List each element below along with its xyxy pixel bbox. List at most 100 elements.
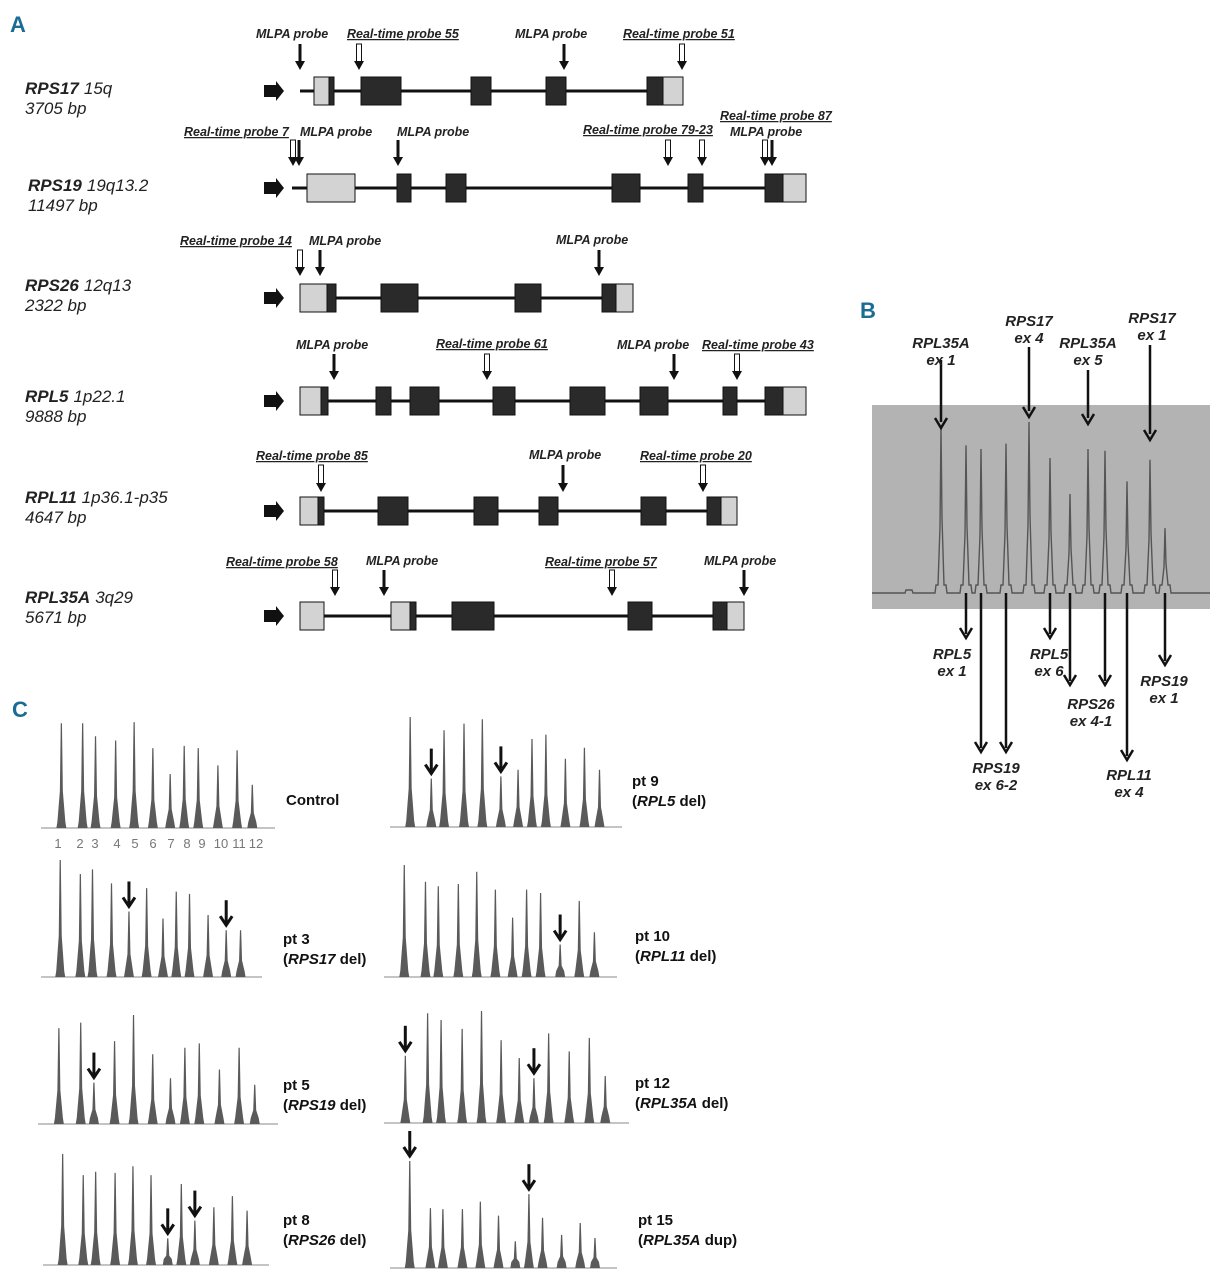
- peak-mark: [426, 778, 437, 827]
- exon-coding: [328, 76, 335, 106]
- gene-structure-rpl11: [264, 464, 738, 526]
- peak-mark: [457, 1209, 468, 1268]
- probe-label: MLPA probe: [529, 448, 601, 462]
- exon-coding: [360, 76, 402, 106]
- probe-label: MLPA probe: [556, 233, 628, 247]
- peak-label-gene: RPL11: [1106, 767, 1152, 784]
- exon-coding: [320, 386, 329, 416]
- exon-utr: [299, 496, 319, 526]
- gene-locus: 1p36.1-p35: [82, 488, 169, 507]
- peak-label-exon: ex 1: [926, 352, 955, 369]
- arrow-head: [295, 61, 305, 70]
- gene-structure-rpl35a: [264, 569, 749, 631]
- transcription-start-arrow-icon: [264, 606, 284, 626]
- peak-mark: [75, 874, 86, 977]
- peak-mark: [176, 1183, 187, 1265]
- mlpa-trace-pt12: [384, 1011, 629, 1124]
- peak-label-exon: ex 1: [937, 663, 966, 680]
- exon-utr: [720, 496, 738, 526]
- arrow-head: [402, 1146, 417, 1159]
- arrow-shaft: [699, 139, 705, 159]
- mlpa-probe-arrow-icon: [393, 140, 403, 166]
- peak-mark: [514, 1058, 525, 1123]
- arrow-head: [1119, 749, 1135, 763]
- probe-label: Real-time probe 61: [436, 337, 548, 351]
- peak-number: 5: [131, 836, 138, 851]
- trace-label: pt 12: [635, 1075, 670, 1092]
- gene-name: RPS26: [25, 276, 79, 295]
- gene-structure-rps19: [264, 139, 807, 203]
- peak-label-exon: ex 6: [1034, 663, 1064, 680]
- arrow-shaft: [561, 465, 565, 484]
- down-arrow-icon: [521, 1164, 537, 1192]
- down-arrow-icon: [1142, 345, 1158, 443]
- arrow-head: [677, 61, 687, 70]
- peak-label-exon: ex 6-2: [975, 777, 1018, 794]
- gene-locus: 12q13: [84, 276, 132, 295]
- arrow-head: [398, 1040, 413, 1054]
- down-arrow-icon: [1021, 347, 1037, 420]
- probe-label: Real-time probe 43: [702, 338, 814, 352]
- mlpa-probe-arrow-icon: [767, 140, 777, 166]
- peak-number: 9: [198, 836, 205, 851]
- exon-coding: [451, 601, 495, 631]
- peak-mark: [564, 1051, 575, 1123]
- peak-mark: [77, 723, 88, 828]
- arrow-shaft: [318, 464, 324, 485]
- arrow-head: [316, 483, 326, 492]
- trace-label: pt 8: [283, 1212, 310, 1229]
- down-arrow-icon: [1157, 593, 1173, 668]
- peak-mark: [543, 1033, 554, 1123]
- realtime-probe-arrow-icon: [663, 139, 673, 166]
- peak-mark: [235, 930, 246, 977]
- peak-mark: [422, 1013, 433, 1123]
- peak-mark: [521, 889, 532, 977]
- probe-label: Real-time probe 87: [720, 109, 833, 123]
- peak-label-gene: RPS17: [1005, 313, 1053, 330]
- arrow-head: [558, 483, 568, 492]
- peak-mark: [165, 1078, 176, 1124]
- arrow-head: [552, 929, 568, 943]
- mlpa-probe-arrow-icon: [594, 250, 604, 276]
- peak-mark: [476, 1011, 487, 1123]
- trace-sublabel: (RPL11 del): [635, 948, 716, 965]
- exon-utr: [313, 76, 330, 106]
- realtime-probe-arrow-icon: [288, 139, 298, 166]
- probe-label: Real-time probe 57: [545, 555, 658, 569]
- peak-mark: [203, 914, 214, 977]
- peak-mark: [404, 1161, 415, 1268]
- gene-name: RPL5: [25, 387, 69, 406]
- peak-mark: [57, 1154, 68, 1265]
- exon-coding: [380, 283, 419, 313]
- peak-mark: [193, 748, 204, 828]
- peak-label-exon: ex 4-1: [1070, 713, 1113, 730]
- probe-label: Real-time probe 55: [347, 27, 460, 41]
- trace-label: pt 9: [632, 773, 659, 790]
- peak-mark: [584, 1037, 595, 1123]
- panel-b-electropherogram: RPL35A ex 1 RPS17 ex 4 RPL35A ex 5 RPS17…: [872, 310, 1210, 801]
- peak-number-axis: 1 2 3 4 5 6 7 8 9 10 11 12: [54, 836, 263, 851]
- arrow-shaft: [562, 44, 566, 62]
- arrow-shaft: [679, 43, 685, 63]
- probe-label: MLPA probe: [730, 125, 802, 139]
- arrow-head: [482, 371, 492, 380]
- exon-coding: [640, 496, 667, 526]
- exon-coding: [706, 496, 722, 526]
- transcription-start-arrow-icon: [264, 391, 284, 411]
- exon-coding: [473, 496, 499, 526]
- mlpa-probe-arrow-icon: [315, 250, 325, 276]
- peak-number: 3: [91, 836, 98, 851]
- gene-structure-rps17: [264, 43, 687, 106]
- mlpa-probe-arrow-icon: [379, 570, 389, 596]
- peak-mark: [55, 860, 66, 977]
- arrow-head: [663, 157, 673, 166]
- down-arrow-icon: [493, 746, 509, 775]
- peak-mark: [425, 1208, 436, 1268]
- down-arrow-icon: [1062, 593, 1078, 688]
